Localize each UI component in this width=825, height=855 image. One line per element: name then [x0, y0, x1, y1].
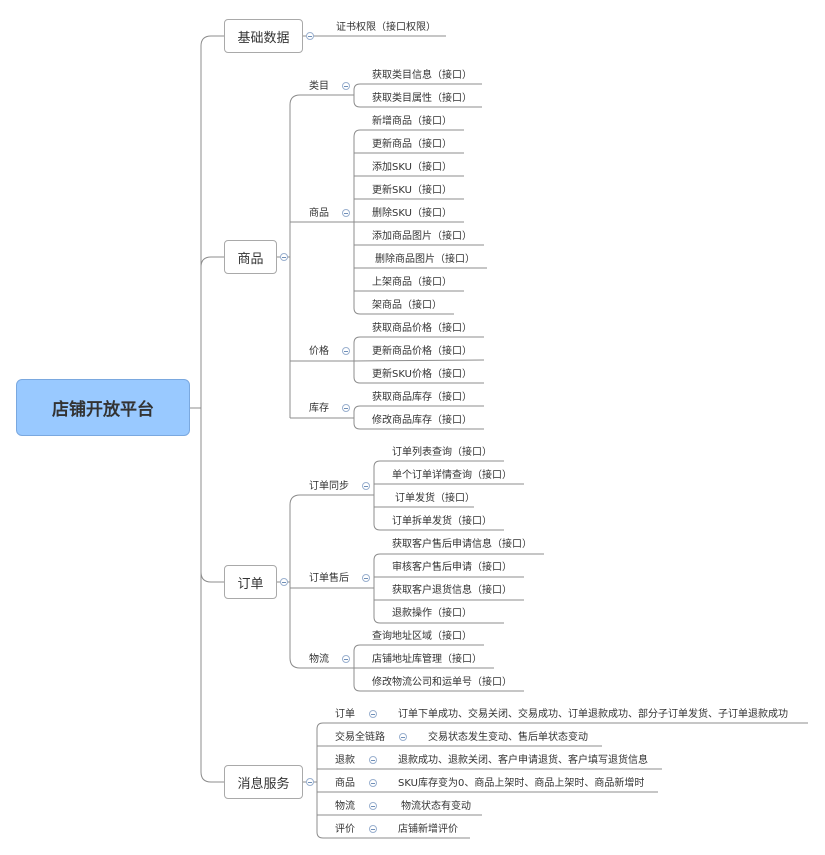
collapse-icon[interactable]: [306, 778, 314, 786]
group-label-category[interactable]: 类目: [309, 81, 329, 92]
group-label-goods[interactable]: 商品: [309, 208, 329, 219]
leaf-item[interactable]: 删除商品图片（接口）: [375, 254, 475, 265]
root-node[interactable]: 店铺开放平台: [16, 379, 190, 436]
leaf-item[interactable]: 获取商品价格（接口）: [372, 323, 472, 334]
leaf-item[interactable]: 架商品（接口）: [372, 300, 442, 311]
leaf-item[interactable]: 获取商品库存（接口）: [372, 392, 472, 403]
leaf-item[interactable]: 上架商品（接口）: [372, 277, 452, 288]
category-product[interactable]: 商品: [224, 240, 277, 274]
message-row-detail[interactable]: 退款成功、退款关闭、客户申请退货、客户填写退货信息: [398, 755, 648, 766]
message-row-detail[interactable]: SKU库存变为0、商品上架时、商品上架时、商品新增时: [398, 778, 645, 789]
collapse-icon[interactable]: [362, 482, 370, 490]
message-row-detail[interactable]: 交易状态发生变动、售后单状态变动: [428, 732, 588, 743]
leaf-item[interactable]: 更新SKU（接口）: [372, 185, 452, 196]
message-row-label[interactable]: 商品: [335, 778, 355, 789]
leaf-item[interactable]: 新增商品（接口）: [372, 116, 452, 127]
collapse-icon[interactable]: [342, 347, 350, 355]
leaf-item[interactable]: 单个订单详情查询（接口）: [392, 470, 512, 481]
leaf-item[interactable]: 店铺地址库管理（接口）: [372, 654, 482, 665]
group-label-price[interactable]: 价格: [309, 346, 329, 357]
leaf-item[interactable]: 订单列表查询（接口）: [392, 447, 492, 458]
leaf-item[interactable]: 退款操作（接口）: [392, 608, 472, 619]
message-row-label[interactable]: 交易全链路: [335, 732, 385, 743]
message-row-label[interactable]: 物流: [335, 801, 355, 812]
group-label-logistics[interactable]: 物流: [309, 654, 329, 665]
leaf-item[interactable]: 获取类目信息（接口）: [372, 70, 472, 81]
leaf-item[interactable]: 添加SKU（接口）: [372, 162, 452, 173]
message-row-label[interactable]: 订单: [335, 709, 355, 720]
collapse-icon[interactable]: [306, 32, 314, 40]
leaf-item[interactable]: 获取客户售后申请信息（接口）: [392, 539, 532, 550]
collapse-icon[interactable]: [342, 82, 350, 90]
collapse-icon[interactable]: [342, 209, 350, 217]
leaf-item[interactable]: 审核客户售后申请（接口）: [392, 562, 512, 573]
collapse-icon[interactable]: [280, 578, 288, 586]
collapse-icon[interactable]: [362, 574, 370, 582]
category-order[interactable]: 订单: [224, 565, 277, 599]
leaf-item[interactable]: 订单发货（接口）: [395, 493, 475, 504]
category-message-service[interactable]: 消息服务: [224, 765, 303, 799]
collapse-icon[interactable]: [369, 825, 377, 833]
category-basic-data[interactable]: 基础数据: [224, 19, 303, 53]
message-row-detail[interactable]: 物流状态有变动: [401, 801, 471, 812]
leaf-item[interactable]: 删除SKU（接口）: [372, 208, 452, 219]
leaf-item[interactable]: 获取类目属性（接口）: [372, 93, 472, 104]
basic-item[interactable]: 证书权限（接口权限）: [336, 22, 436, 33]
group-label-stock[interactable]: 库存: [309, 403, 329, 414]
collapse-icon[interactable]: [399, 733, 407, 741]
collapse-icon[interactable]: [342, 404, 350, 412]
collapse-icon[interactable]: [369, 779, 377, 787]
collapse-icon[interactable]: [369, 756, 377, 764]
leaf-item[interactable]: 获取客户退货信息（接口）: [392, 585, 512, 596]
group-label-order-sync[interactable]: 订单同步: [309, 481, 349, 492]
leaf-item[interactable]: 修改物流公司和运单号（接口）: [372, 677, 512, 688]
leaf-item[interactable]: 更新SKU价格（接口）: [372, 369, 472, 380]
leaf-item[interactable]: 添加商品图片（接口）: [372, 231, 472, 242]
message-row-label[interactable]: 退款: [335, 755, 355, 766]
group-label-order-aftersale[interactable]: 订单售后: [309, 573, 349, 584]
message-row-label[interactable]: 评价: [335, 824, 355, 835]
leaf-item[interactable]: 更新商品（接口）: [372, 139, 452, 150]
collapse-icon[interactable]: [342, 655, 350, 663]
message-row-detail[interactable]: 店铺新增评价: [398, 824, 458, 835]
leaf-item[interactable]: 订单拆单发货（接口）: [392, 516, 492, 527]
collapse-icon[interactable]: [369, 802, 377, 810]
leaf-item[interactable]: 修改商品库存（接口）: [372, 415, 472, 426]
leaf-item[interactable]: 更新商品价格（接口）: [372, 346, 472, 357]
collapse-icon[interactable]: [280, 253, 288, 261]
message-row-detail[interactable]: 订单下单成功、交易关闭、交易成功、订单退款成功、部分子订单发货、子订单退款成功: [398, 709, 788, 720]
collapse-icon[interactable]: [369, 710, 377, 718]
leaf-item[interactable]: 查询地址区域（接口）: [372, 631, 472, 642]
